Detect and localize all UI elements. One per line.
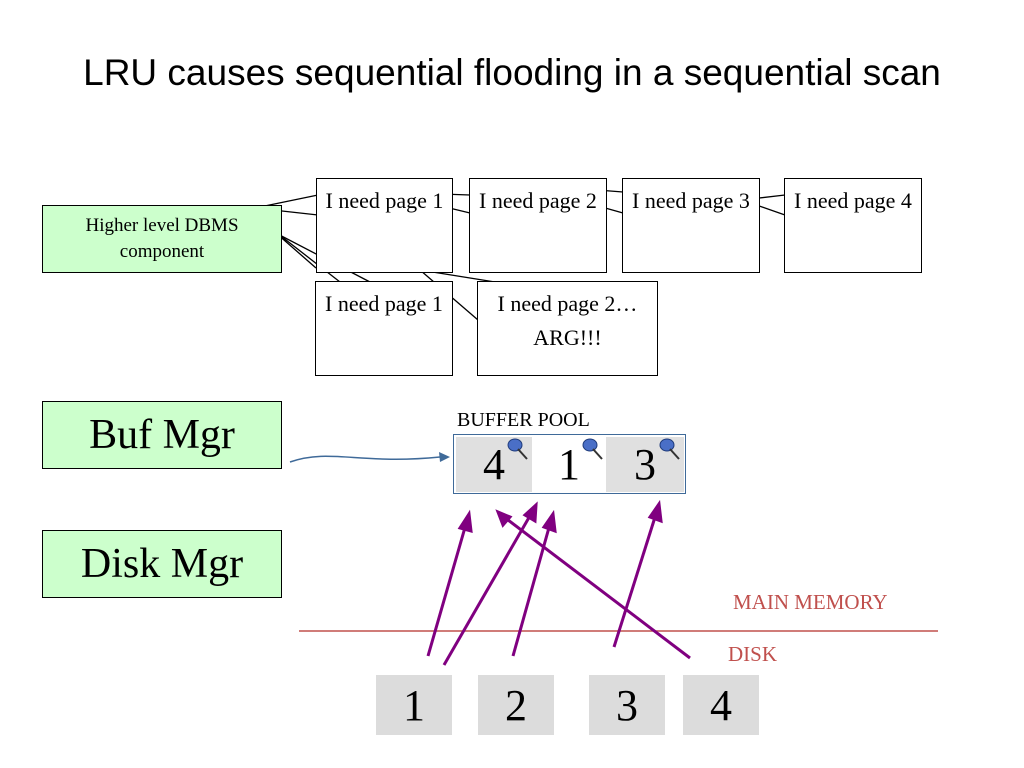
disk-page-number: 1: [403, 681, 425, 730]
buffer-frame: 4: [456, 437, 532, 492]
callout-need-page-1-again: I need page 1: [315, 281, 453, 376]
disk-page-number: 4: [710, 681, 732, 730]
main-memory-label: MAIN MEMORY: [733, 590, 888, 614]
disk-page-number: 3: [616, 681, 638, 730]
disk-mgr-box: Disk Mgr: [42, 530, 282, 598]
dbms-component-label: Higher level DBMS component: [85, 215, 239, 262]
pushpin-icon: [507, 438, 528, 460]
buffer-pool: [453, 434, 686, 494]
callout-need-page-1: I need page 1: [316, 178, 453, 273]
buffer-pool-label: BUFFER POOL: [457, 409, 590, 431]
disk-page: 2: [478, 675, 554, 735]
buf-mgr-label: Buf Mgr: [89, 412, 235, 458]
bufmgr-arrow: [289, 455, 441, 463]
callout-need-page-4: I need page 4: [784, 178, 922, 273]
buffer-frame-page: 4: [483, 440, 505, 489]
callout-need-page-2: I need page 2: [469, 178, 607, 273]
buffer-frame-page: 1: [558, 440, 580, 489]
disk-page-number: 2: [505, 681, 527, 730]
disk-mgr-label: Disk Mgr: [80, 541, 244, 587]
callout-text: I need page 2…ARG!!!: [497, 291, 638, 350]
dbms-component-box: Higher level DBMS component: [42, 205, 282, 273]
callout-text: I need page 1: [325, 291, 443, 316]
callout-text: I need page 4: [794, 188, 912, 213]
callout-need-page-2-arg: I need page 2…ARG!!!: [477, 281, 658, 376]
disk-page: 4: [683, 675, 759, 735]
buffer-frame-page: 3: [634, 440, 656, 489]
buffer-frame: 3: [606, 437, 684, 492]
callout-need-page-3: I need page 3: [622, 178, 760, 273]
callout-text: I need page 1: [325, 188, 444, 213]
buf-mgr-box: Buf Mgr: [42, 401, 282, 469]
callout-text: I need page 2: [479, 188, 597, 213]
pushpin-icon: [659, 438, 680, 460]
slide-title: LRU causes sequential flooding in a sequ…: [83, 52, 941, 93]
pushpin-icon: [582, 438, 603, 460]
disk-page: 1: [376, 675, 452, 735]
disk-label: DISK: [728, 642, 778, 666]
disk-page: 3: [589, 675, 665, 735]
callout-text: I need page 3: [632, 188, 750, 213]
